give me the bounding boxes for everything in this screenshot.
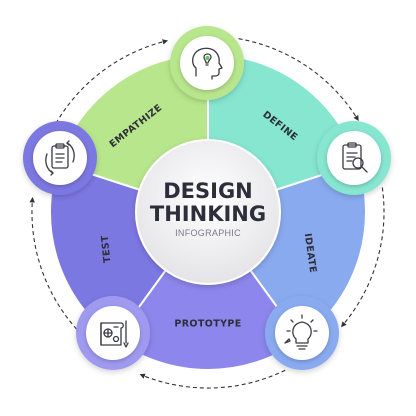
stage-label-prototype: PROTOTYPE [174,319,241,330]
stage-label-test: TEST [100,234,114,263]
blueprint-icon [100,320,129,348]
stage-label-ideate: IDEATE [302,233,318,274]
center-disc: DESIGN THINKING INFOGRAPHIC [135,139,281,285]
clipboard-cycle-icon [45,140,75,176]
dashed-arrows [29,38,385,389]
stage-badge-empathize [170,26,244,100]
center-title-line2: THINKING [150,202,266,226]
dashed-arrow-4 [52,39,169,130]
stage-badge-prototype [76,296,150,370]
stage-badge-ideate [265,296,339,370]
center-subtitle: INFOGRAPHIC [175,228,241,238]
lightbulb-icon [284,314,318,350]
stage-badge-define [317,121,391,195]
dashed-arrow-2 [139,369,286,389]
stage-badge-test [23,121,97,195]
dashed-arrow-1 [341,187,385,328]
clipboard-search-icon [342,142,368,173]
head-idea-icon [192,47,223,80]
dashed-arrow-0 [238,38,359,122]
dashed-arrow-3 [29,196,82,335]
center-title-line1: DESIGN [163,179,253,203]
